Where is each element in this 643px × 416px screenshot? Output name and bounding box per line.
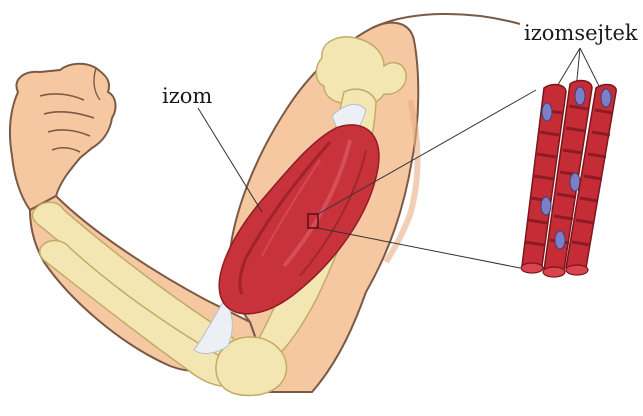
nucleus — [541, 197, 551, 215]
nucleus — [555, 231, 565, 249]
izom-leader — [198, 108, 262, 212]
nucleus — [542, 103, 552, 121]
nucleus — [570, 173, 580, 191]
label-izomsejtek: izomsejtek — [524, 21, 638, 45]
fist — [10, 64, 115, 210]
nucleus — [575, 87, 585, 105]
label-izom: izom — [162, 84, 212, 108]
nucleus — [601, 89, 611, 107]
muscle-cells — [521, 81, 616, 277]
